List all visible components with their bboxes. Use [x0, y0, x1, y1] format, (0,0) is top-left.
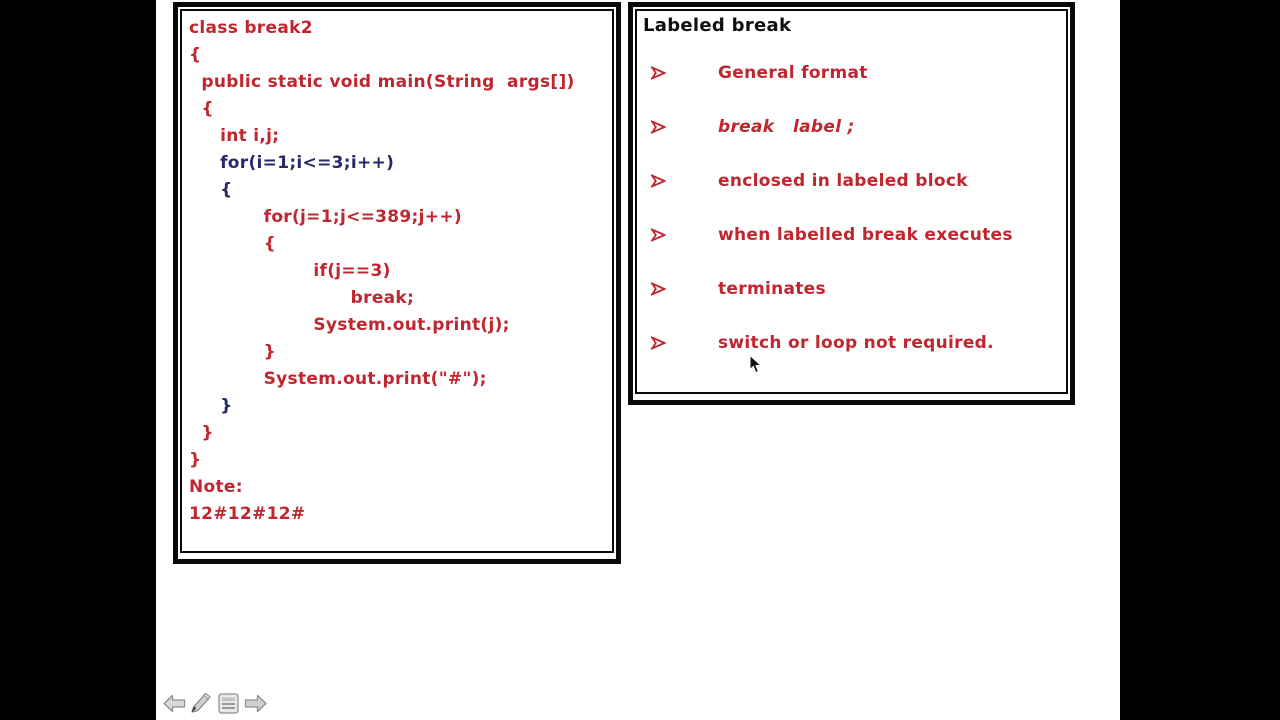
- bullet-text: switch or loop not required.: [718, 333, 994, 353]
- right-arrow-icon: [244, 694, 267, 717]
- bullet-item: enclosed in labeled block: [643, 170, 1060, 224]
- code-line: for(j=1;j<=389;j++): [189, 207, 462, 227]
- slide-area: class break2 { public static void main(St…: [156, 0, 1120, 720]
- bullet-text: General format: [718, 63, 868, 83]
- slide-menu-button[interactable]: [216, 692, 240, 718]
- labeled-break-panel: Labeled break General format break label …: [628, 2, 1075, 405]
- arrowhead-right-icon: [649, 227, 667, 243]
- pen-tool-button[interactable]: [189, 691, 213, 719]
- panel-title: Labeled break: [643, 15, 792, 36]
- code-line: {: [189, 99, 214, 119]
- code-line: System.out.print(j);: [189, 315, 510, 335]
- code-line: for(i=1;i<=3;i++): [189, 153, 395, 173]
- code-line: {: [189, 45, 202, 65]
- code-line: if(j==3): [189, 261, 391, 281]
- code-line: class break2: [189, 18, 313, 38]
- code-line: }: [189, 450, 202, 470]
- code-line: }: [189, 342, 277, 362]
- arrowhead-right-icon: [649, 335, 667, 351]
- bullet-text: enclosed in labeled block: [718, 171, 968, 191]
- left-arrow-icon: [162, 694, 186, 717]
- code-line: {: [189, 180, 233, 200]
- code-line: 12#12#12#: [189, 504, 306, 524]
- bullet-item: when labelled break executes: [643, 224, 1060, 278]
- letterbox-left: [0, 0, 156, 720]
- bullet-item: terminates: [643, 278, 1060, 332]
- code-line: public static void main(String args[]): [189, 72, 575, 92]
- code-line: break;: [189, 288, 415, 308]
- code-lines: class break2 { public static void main(St…: [180, 9, 614, 553]
- bullet-list: General format break label ; enclosed in l…: [643, 62, 1060, 386]
- menu-box-icon: [217, 692, 239, 718]
- arrowhead-right-icon: [649, 65, 667, 81]
- arrowhead-right-icon: [649, 281, 667, 297]
- bullet-text: terminates: [718, 279, 826, 299]
- code-panel: class break2 { public static void main(St…: [173, 2, 621, 564]
- previous-slide-button[interactable]: [162, 693, 186, 717]
- code-line: }: [189, 396, 233, 416]
- arrowhead-right-icon: [649, 119, 667, 135]
- bullet-item: switch or loop not required.: [643, 332, 1060, 386]
- code-line: Note:: [189, 477, 243, 497]
- code-line: int i,j;: [189, 126, 280, 146]
- code-line: }: [189, 423, 214, 443]
- bullet-item: break label ;: [643, 116, 1060, 170]
- bullet-text: break label ;: [718, 117, 855, 137]
- pencil-icon: [189, 691, 213, 719]
- bullet-item: General format: [643, 62, 1060, 116]
- slideshow-nav-toolbar: [162, 691, 267, 719]
- code-line: System.out.print("#");: [189, 369, 487, 389]
- arrowhead-right-icon: [649, 173, 667, 189]
- bullet-text: when labelled break executes: [718, 225, 1013, 245]
- letterbox-right: [1120, 0, 1280, 720]
- next-slide-button[interactable]: [243, 693, 267, 717]
- code-line: {: [189, 234, 277, 254]
